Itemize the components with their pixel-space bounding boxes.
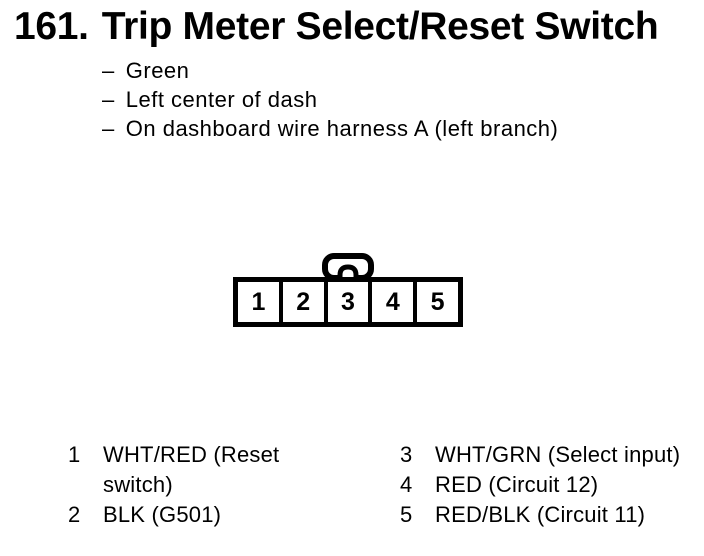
bullet-item-color: – Green bbox=[102, 56, 558, 85]
legend-row-pin3: 3 WHT/GRN (Select input) bbox=[400, 440, 700, 470]
bullet-text: On dashboard wire harness A (left branch… bbox=[125, 116, 559, 141]
connector-latch-icon bbox=[322, 253, 374, 278]
pin-number: 2 bbox=[68, 502, 81, 527]
pin-cell-1: 1 bbox=[238, 282, 279, 322]
item-number: 161. bbox=[14, 5, 89, 48]
pin-number: 1 bbox=[68, 442, 81, 467]
pin-cell-label: 2 bbox=[296, 287, 311, 316]
pin-legend-left: 1 WHT/RED (Reset switch) 2 BLK (G501) bbox=[68, 440, 298, 530]
pin-number: 4 bbox=[400, 472, 413, 497]
bullet-list: – Green – Left center of dash – On dashb… bbox=[102, 56, 558, 143]
bullet-text: Green bbox=[125, 58, 190, 83]
pin-cell-2: 2 bbox=[282, 282, 324, 322]
wire-label: WHT/RED (Reset switch) bbox=[103, 442, 280, 497]
legend-row-pin4: 4 RED (Circuit 12) bbox=[400, 470, 700, 500]
wire-label: RED (Circuit 12) bbox=[435, 472, 599, 497]
bullet-text: Left center of dash bbox=[125, 87, 318, 112]
pin-cell-3: 3 bbox=[327, 282, 369, 322]
wire-label: BLK (G501) bbox=[103, 502, 222, 527]
legend-row-pin1: 1 WHT/RED (Reset switch) bbox=[68, 440, 298, 500]
title-text: Trip Meter Select/Reset Switch bbox=[101, 5, 659, 48]
legend-row-pin2: 2 BLK (G501) bbox=[68, 500, 298, 530]
wire-label: RED/BLK (Circuit 11) bbox=[435, 502, 646, 527]
wire-label: WHT/GRN (Select input) bbox=[435, 442, 681, 467]
pin-cell-label: 1 bbox=[251, 287, 266, 316]
bullet-item-location: – Left center of dash bbox=[102, 85, 558, 114]
pin-number: 3 bbox=[400, 442, 413, 467]
legend-row-pin5: 5 RED/BLK (Circuit 11) bbox=[400, 500, 700, 530]
pin-cell-4: 4 bbox=[372, 282, 414, 322]
pin-cell-label: 4 bbox=[385, 287, 400, 316]
pin-legend-right: 3 WHT/GRN (Select input) 4 RED (Circuit … bbox=[400, 440, 700, 530]
bullet-dash: – bbox=[102, 87, 115, 112]
pin-cell-label: 5 bbox=[430, 287, 445, 316]
pin-cell-5: 5 bbox=[417, 282, 458, 322]
connector-diagram: 1 2 3 4 5 bbox=[233, 277, 463, 327]
bullet-dash: – bbox=[102, 116, 115, 141]
bullet-item-harness: – On dashboard wire harness A (left bran… bbox=[102, 114, 558, 143]
bullet-dash: – bbox=[102, 58, 115, 83]
page-title: 161. Trip Meter Select/Reset Switch bbox=[14, 5, 659, 49]
pin-number: 5 bbox=[400, 502, 413, 527]
pin-cell-label: 3 bbox=[341, 287, 355, 316]
